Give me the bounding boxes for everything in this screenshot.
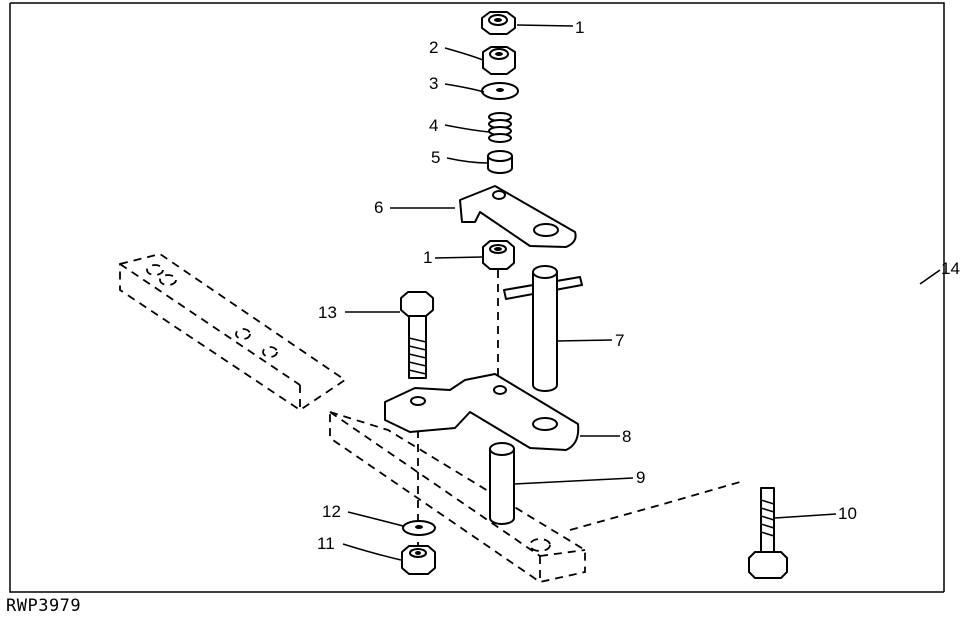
callout-7: 7: [615, 331, 624, 350]
figure-id-label: RWP3979: [6, 596, 82, 616]
hex-nut-lower: [482, 240, 515, 270]
hex-nut-bottom: [401, 545, 436, 575]
hex-bolt-short: [748, 487, 788, 579]
callout-11: 11: [317, 534, 335, 553]
callout-9: 9: [636, 468, 645, 487]
lower-hitch-plate: [384, 373, 580, 451]
callout-14: 14: [941, 259, 960, 278]
flat-washer: [481, 82, 519, 100]
callout-1-top: 1: [575, 18, 584, 37]
callout-10: 10: [838, 504, 857, 523]
callout-2: 2: [429, 38, 438, 57]
upper-hitch-plate: [459, 185, 577, 248]
phantom-drawbar: [119, 253, 347, 412]
diagram-frame: [9, 2, 945, 593]
hex-bolt-long: [400, 291, 434, 379]
hitch-pin: [503, 265, 583, 392]
compression-spring: [488, 112, 512, 143]
hitch-bushing: [489, 442, 515, 525]
callout-12: 12: [322, 502, 341, 521]
lock-washer: [402, 520, 436, 536]
hex-nut-upper: [482, 46, 516, 75]
hex-nut-top: [481, 11, 516, 35]
callout-labels: 1 2 3 4 5 6 1 7 8 9 10 11 12 13 14: [317, 18, 960, 553]
callout-6: 6: [374, 198, 383, 217]
callout-4: 4: [429, 116, 438, 135]
callout-13: 13: [318, 303, 337, 322]
callout-5: 5: [431, 148, 440, 167]
spacer-bushing: [487, 150, 513, 174]
phantom-hitch-bar: [329, 410, 741, 583]
leader-lines: [342, 24, 941, 561]
callout-3: 3: [429, 74, 438, 93]
callout-1-lower: 1: [423, 248, 432, 267]
callout-8: 8: [622, 427, 631, 446]
